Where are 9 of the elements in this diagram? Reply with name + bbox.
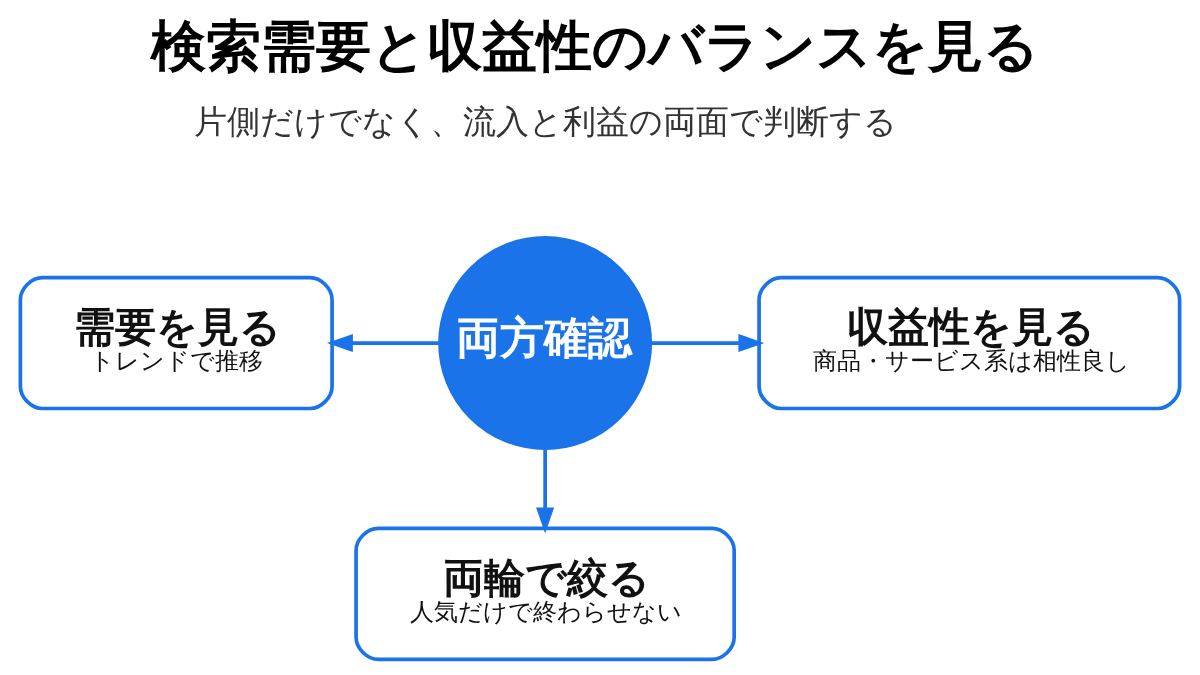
diagram-title: 検索需要と収益性のバランスを見る bbox=[150, 14, 1039, 79]
node-circle: 両方確認 bbox=[438, 236, 653, 450]
arrow bbox=[327, 334, 439, 353]
arrow bbox=[651, 334, 765, 353]
node-box: 収益性を見る 商品・サービス系は相性良し bbox=[757, 275, 1182, 411]
node-box: 需要を見る トレンドで推移 bbox=[18, 275, 334, 411]
node-box: 両輪で絞る 人気だけで終わらせない bbox=[354, 526, 737, 662]
arrow bbox=[536, 449, 555, 534]
label: 片側だけでなく、流入と利益の両面で判断する bbox=[193, 101, 897, 141]
